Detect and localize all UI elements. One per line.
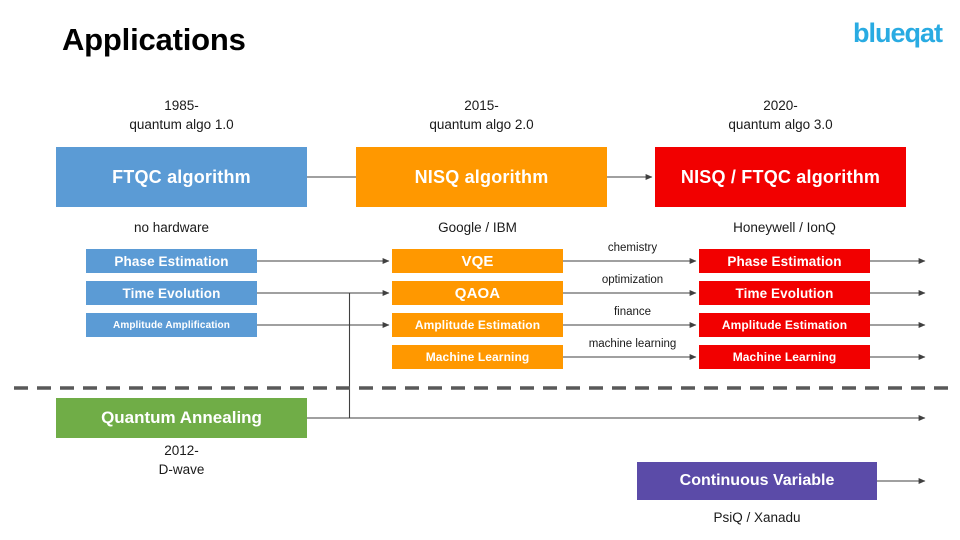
edge-label-finance: finance: [613, 306, 652, 318]
quantum-annealing-box[interactable]: Quantum Annealing: [56, 398, 307, 438]
hybrid-item-phase-estimation[interactable]: Phase Estimation: [699, 249, 870, 273]
era-caption-1: 1985- quantum algo 1.0: [129, 98, 234, 132]
continuous-variable-caption: PsiQ / Xanadu: [713, 510, 801, 525]
ftqc-item-amplitude-amplification[interactable]: Amplitude Amplification: [86, 313, 257, 337]
hybrid-item-amplitude-estimation[interactable]: Amplitude Estimation: [699, 313, 870, 337]
edge-label-chemistry: chemistry: [607, 242, 658, 254]
hybrid-item-time-evolution[interactable]: Time Evolution: [699, 281, 870, 305]
era-caption-3: 2020- quantum algo 3.0: [728, 98, 833, 132]
edge-label-optimization: optimization: [601, 274, 664, 286]
ftqc-item-time-evolution[interactable]: Time Evolution: [86, 281, 257, 305]
nisq-ftqc-algorithm-box[interactable]: NISQ / FTQC algorithm: [655, 147, 906, 207]
nisq-algorithm-box[interactable]: NISQ algorithm: [356, 147, 607, 207]
vendor-caption-ftqc: no hardware: [133, 220, 210, 235]
page-title: Applications: [62, 22, 246, 57]
vendor-caption-hybrid: Honeywell / IonQ: [733, 220, 836, 235]
nisq-item-amplitude-estimation[interactable]: Amplitude Estimation: [392, 313, 563, 337]
brand-logo: blueqat: [852, 18, 943, 48]
nisq-item-qaoa[interactable]: QAOA: [392, 281, 563, 305]
hybrid-item-machine-learning[interactable]: Machine Learning: [699, 345, 870, 369]
era-caption-2: 2015- quantum algo 2.0: [429, 98, 534, 132]
ftqc-algorithm-box[interactable]: FTQC algorithm: [56, 147, 307, 207]
vendor-caption-nisq: Google / IBM: [438, 220, 517, 235]
ftqc-item-phase-estimation[interactable]: Phase Estimation: [86, 249, 257, 273]
annealing-caption: 2012- D-wave: [158, 443, 205, 477]
nisq-item-machine-learning[interactable]: Machine Learning: [392, 345, 563, 369]
continuous-variable-box[interactable]: Continuous Variable: [637, 462, 877, 500]
edge-label-machine-learning: machine learning: [588, 338, 677, 350]
nisq-item-vqe[interactable]: VQE: [392, 249, 563, 273]
